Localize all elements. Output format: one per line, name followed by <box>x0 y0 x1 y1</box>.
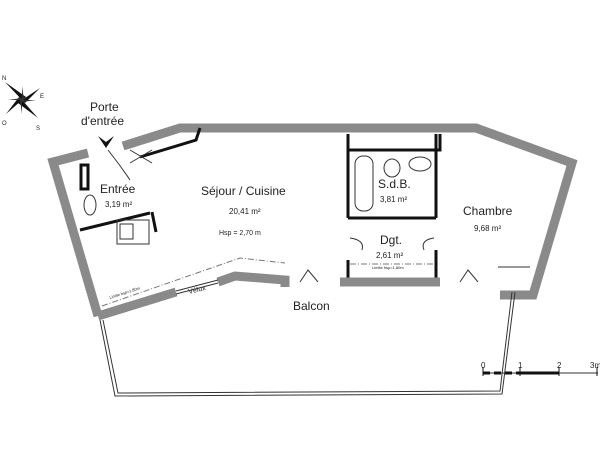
room-name-entree: Entrée <box>100 182 136 196</box>
compass-o: O <box>2 121 7 127</box>
room-name-sdb: S.d.B. <box>378 177 411 191</box>
note-limit-dgt: Limite hsp=1,80m <box>372 265 404 270</box>
room-name-sejour: Séjour / Cuisine <box>201 184 286 198</box>
room-name-chambre: Chambre <box>463 204 513 218</box>
scale-tick-3: 3m <box>590 361 600 370</box>
room-area-entree: 3,19 m² <box>105 200 132 209</box>
scale-tick-0: 0 <box>481 361 486 370</box>
note-velux: Vélux <box>188 285 207 296</box>
entrance-label-2: d'entrée <box>81 114 124 128</box>
scale-tick-2: 2 <box>557 361 562 370</box>
scale-tick-1: 1 <box>518 361 523 370</box>
room-area-dgt: 2,61 m² <box>376 251 403 260</box>
entrance-arrow-icon <box>98 136 114 148</box>
compass-e: E <box>40 94 44 100</box>
room-height-sejour: Hsp = 2,70 m <box>219 230 261 237</box>
room-name-dgt: Dgt. <box>380 233 402 247</box>
room-name-balcon: Balcon <box>293 299 330 313</box>
balcony-outline <box>99 291 516 397</box>
room-area-sejour: 20,41 m² <box>229 207 261 216</box>
room-area-chambre: 9,68 m² <box>474 224 501 233</box>
entrance-label-1: Porte <box>90 100 119 114</box>
room-area-sdb: 3,81 m² <box>380 195 407 204</box>
compass-rose-icon: N E S O <box>2 76 44 132</box>
fixtures <box>83 149 479 283</box>
compass-s: S <box>36 126 40 132</box>
compass-n: N <box>2 76 6 82</box>
scale-bar: 0 1 2 3m <box>481 361 600 376</box>
walls <box>47 123 578 321</box>
